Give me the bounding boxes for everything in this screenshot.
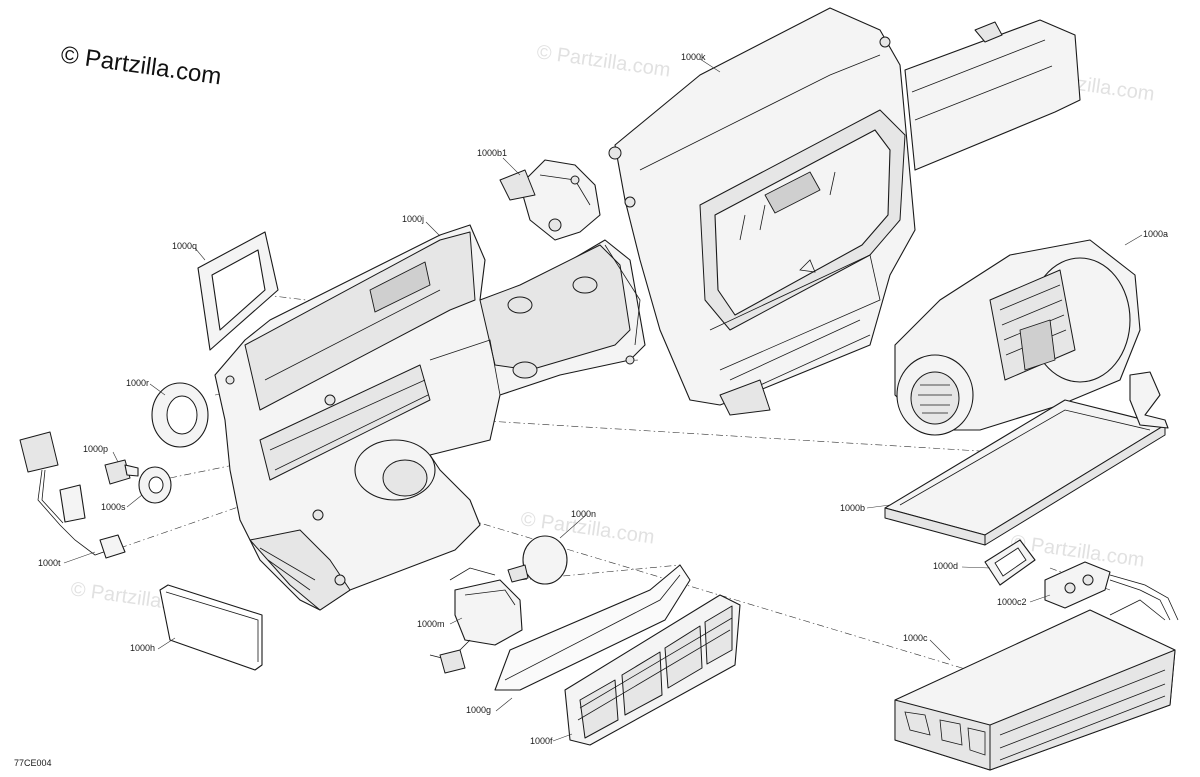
label-1000b: 1000b [840,503,865,513]
label-1000s: 1000s [101,502,126,512]
part-1000r-seal-ring [151,382,209,448]
part-1000j-lower-housing [214,224,646,611]
label-1000m: 1000m [417,619,445,629]
label-1000j: 1000j [402,214,424,224]
label-1000k: 1000k [681,52,706,62]
diagram-code: 77CE004 [14,758,52,768]
part-1000c2-valve-block [1044,561,1179,621]
part-1000t-wire-harness [19,431,126,559]
part-1000d-gasket [984,539,1036,586]
copyright-text: © Partzilla.com [59,41,223,90]
part-1000p-connector [104,459,139,485]
part-1000b-heater-core [884,371,1169,546]
part-1000h-filter [159,584,263,671]
part-1000b1-actuator [499,159,601,241]
part-1000m-actuator-motor [429,567,523,674]
label-1000a: 1000a [1143,229,1168,239]
label-1000f: 1000f [530,736,553,746]
label-1000c2: 1000c2 [997,597,1027,607]
label-1000b1: 1000b1 [477,148,507,158]
label-1000n: 1000n [571,509,596,519]
label-1000r: 1000r [126,378,149,388]
part-1000g-screen [494,564,691,691]
label-1000c: 1000c [903,633,928,643]
part-1000c-evaporator [894,599,1176,771]
label-1000h: 1000h [130,643,155,653]
watermark-text: © Partzilla.com [535,41,672,82]
leader-lines [63,58,1143,742]
label-1000q: 1000q [172,241,197,251]
label-1000g: 1000g [466,705,491,715]
part-1000f-grille [564,594,741,746]
label-1000p: 1000p [83,444,108,454]
part-1000n-cap [507,535,568,585]
part-1000s-grommet [138,466,172,504]
part-1000a-blower [894,239,1141,436]
label-1000d: 1000d [933,561,958,571]
part-1000q-gasket [197,231,279,351]
label-1000t: 1000t [38,558,61,568]
part-labels: 1000k 1000b1 1000j 1000q 1000a 1000r 100… [38,52,1168,746]
part-1000k-upper-housing [608,7,1081,416]
